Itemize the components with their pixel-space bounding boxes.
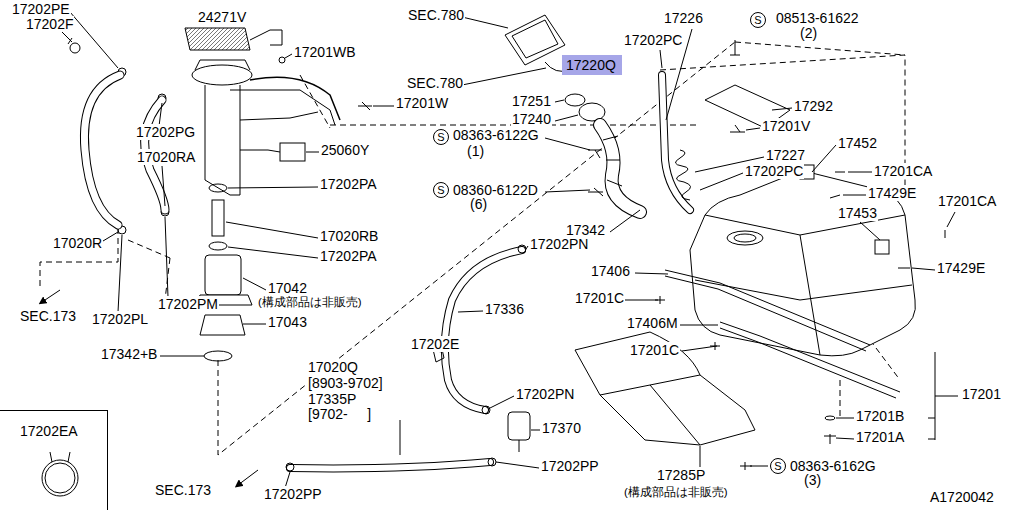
s-symbol-circle: S [750,12,766,28]
part-label: 25060Y [320,142,370,158]
part-label: 08363-6122G [452,127,540,143]
part-label: 17020RA [136,149,196,165]
part-label: 17335P [307,391,357,407]
part-label: 17201B [855,408,905,424]
part-label: 17201 [961,386,1002,402]
part-label: 17043 [267,314,308,330]
part-label: 17201CA [937,193,997,209]
part-label: 17285P [656,467,706,483]
part-label: 17429E [867,185,917,201]
part-label: 17201WB [293,44,356,60]
part-label: SEC.780 [407,7,465,23]
node-text: 17220Q [566,57,618,73]
part-label: 17202PA [319,248,378,264]
part-label: 17202PC [744,163,804,179]
part-label: 17406 [590,263,631,279]
node-text: 17202EA [20,423,107,439]
part-label: 17406M [626,315,679,331]
part-label: 17202PL [91,311,149,327]
part-label: SEC.173 [19,308,77,324]
part-label: 17202PN [515,386,575,402]
part-label: (構成部品は非販売) [257,294,363,310]
part-label: 17020RB [319,228,379,244]
part-label: 17020Q [307,359,359,375]
part-label: SEC.173 [154,482,212,498]
node-text: S [751,13,765,27]
part-label: 17453 [837,205,878,221]
part-label: (1) [466,143,485,159]
s-symbol-circle: S [433,129,449,145]
node-text: S [434,130,448,144]
part-label: 17202PG [135,124,196,140]
highlighted-part-number: 17220Q [562,55,622,75]
part-label: 17370 [541,420,582,436]
part-label: (構成部品は非販売) [623,484,729,500]
s-symbol-circle: S [433,182,449,198]
part-label: 17202F [25,16,74,32]
part-label: 17202PM [157,296,219,312]
part-label: 17202PP [263,486,323,502]
part-label: 17201C [629,342,680,358]
part-label: (6) [469,196,488,212]
part-label: A1720042 [929,489,995,505]
part-label: 17202PP [540,458,600,474]
part-label: 17452 [837,135,878,151]
part-label: 17201W [395,95,449,111]
part-label: 17226 [663,10,704,26]
s-symbol-circle: S [770,458,786,474]
part-label: 17202PN [529,236,589,252]
part-label: 17202PA [319,176,378,192]
part-label: 17201CA [873,163,933,179]
part-label: 17227 [765,147,806,163]
part-label: 17240 [511,111,552,127]
part-label: 17336 [484,301,525,317]
inset-panel: 17202EA [0,410,108,510]
node-text: S [434,183,448,197]
part-label: (3) [803,472,822,488]
part-label: 17202PE [11,1,71,17]
part-label: 17201A [855,429,905,445]
part-label: 17251 [511,93,552,109]
part-label: 17429E [936,260,986,276]
part-label: 08513-61622 [775,10,860,26]
part-label: 17020R [52,235,103,251]
part-label: 24271V [197,9,247,25]
part-label: SEC.780 [406,75,464,91]
part-label: 17342+B [100,346,158,362]
part-label: (2) [799,25,818,41]
part-label: [8903-9702] [307,375,384,391]
part-label: 17202E [410,336,460,352]
part-label: 08360-6122D [452,182,539,198]
part-label: 17201C [574,290,625,306]
part-label: 17202PC [623,32,683,48]
part-label: [9702- ] [307,406,372,422]
part-label: 17292 [793,98,834,114]
part-label: 17201V [761,118,811,134]
node-text: S [771,459,785,473]
